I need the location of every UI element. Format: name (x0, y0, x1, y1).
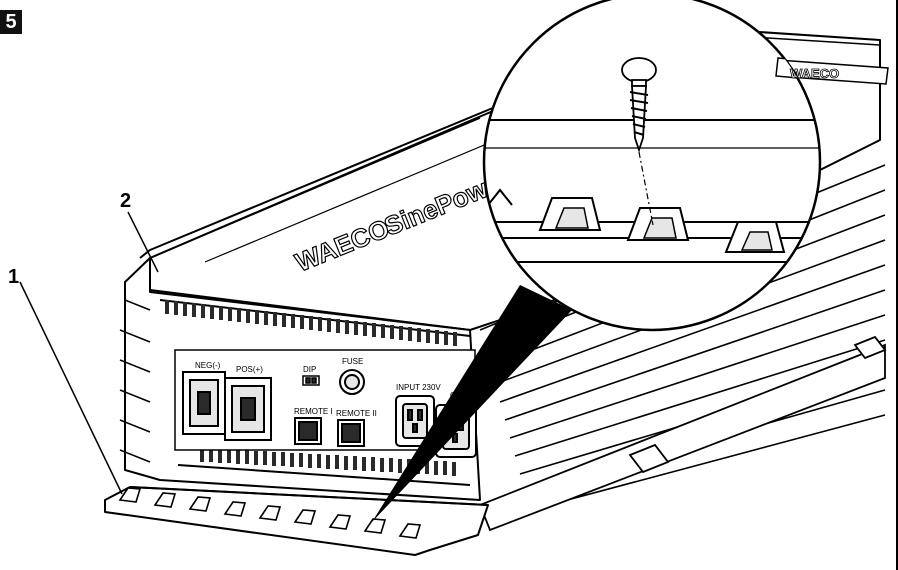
neg-terminal (182, 371, 226, 435)
mounting-rail-right (478, 335, 887, 532)
dip-label: DIP (303, 365, 316, 374)
fuse-label: FUSE (342, 357, 363, 366)
ac-input-socket (395, 395, 435, 447)
dip-switch (302, 375, 320, 386)
rail-screw-tabs (118, 487, 422, 539)
frame-border (896, 0, 898, 570)
screw (621, 57, 657, 226)
zoom-callout-cone (372, 285, 572, 522)
remote-jack-1 (294, 417, 322, 445)
figure-number-tag: 5 (0, 10, 22, 34)
top-vent-slots (165, 300, 457, 346)
remote1-label: REMOTE I (294, 407, 333, 416)
callout-1: 1 (8, 266, 20, 288)
brand-plate-top: WAECO (775, 59, 889, 85)
brand-text-plate: WAECO (790, 66, 839, 81)
remote-jack-2 (337, 419, 365, 447)
pos-terminal (224, 377, 272, 441)
neg-label: NEG(-) (195, 361, 221, 370)
magnified-detail: WAECO (482, 0, 822, 332)
callout-2: 2 (120, 190, 132, 212)
pos-label: POS(+) (236, 365, 263, 374)
remote2-label: REMOTE II (336, 409, 377, 418)
fuse-holder (339, 369, 365, 395)
input-label: INPUT 230V (396, 383, 441, 392)
leader-lines (19, 211, 159, 495)
left-fins (119, 299, 151, 463)
